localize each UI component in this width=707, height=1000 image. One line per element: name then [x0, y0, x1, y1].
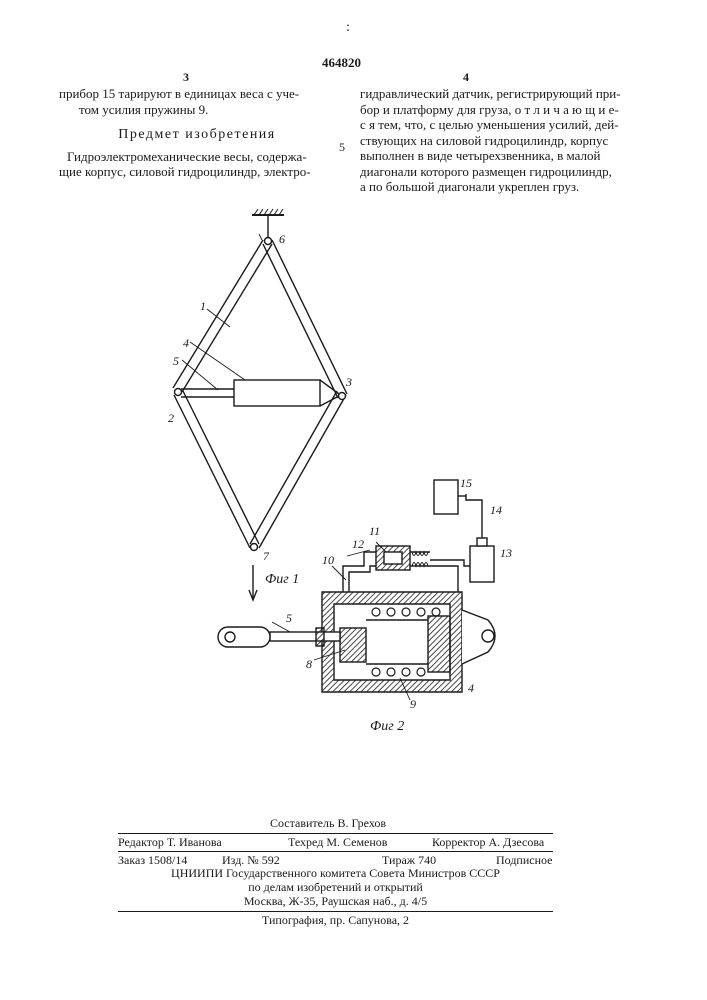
label-5-fig2: 5	[286, 611, 292, 625]
piston-8	[340, 628, 366, 662]
fig1-caption: Фиг 1	[265, 572, 299, 587]
rod-5-fig2	[270, 632, 340, 641]
org-line-1: ЦНИИПИ Государственного комитета Совета …	[118, 866, 553, 881]
link-lower-left	[174, 391, 259, 548]
link-upper-left	[173, 240, 272, 392]
label-1: 1	[200, 299, 206, 313]
label-10: 10	[322, 553, 334, 567]
label-15: 15	[460, 476, 472, 490]
editor: Редактор Т. Иванова	[118, 835, 222, 850]
seal	[316, 628, 324, 646]
label-2: 2	[168, 411, 174, 425]
label-13: 13	[500, 546, 512, 560]
corrector: Корректор А. Дзесова	[432, 835, 544, 850]
label-11: 11	[369, 524, 380, 538]
org-line-3: Москва, Ж-35, Раушская наб., д. 4/5	[118, 894, 553, 909]
figure-1	[173, 209, 347, 600]
label-7: 7	[263, 549, 270, 563]
typography: Типография, пр. Сапунова, 2	[118, 913, 553, 928]
pivot-7	[251, 544, 258, 551]
converter-13	[470, 546, 494, 582]
pivot-6	[265, 238, 272, 245]
fig2-caption: Фиг 2	[370, 719, 404, 734]
label-8: 8	[306, 657, 312, 671]
wire-14	[466, 494, 482, 538]
spring-plate	[428, 616, 450, 672]
compiler: Составитель В. Грехов	[270, 816, 386, 831]
label-6: 6	[279, 232, 285, 246]
techred: Техред М. Семенов	[288, 835, 387, 850]
rule-bottom	[118, 911, 553, 912]
recorder-15	[434, 480, 458, 514]
pivot-3	[339, 393, 346, 400]
label-4: 4	[183, 336, 189, 350]
link-lower-right	[250, 391, 346, 548]
pivot-2	[175, 389, 182, 396]
figure-2	[218, 480, 495, 700]
label-12: 12	[352, 537, 364, 551]
label-4-fig2: 4	[468, 681, 474, 695]
org-line-2: по делам изобретений и открытий	[118, 880, 553, 895]
cylinder-4	[234, 380, 320, 406]
rule-mid	[118, 851, 553, 852]
label-3: 3	[345, 375, 352, 389]
rule-top	[118, 833, 553, 834]
label-5: 5	[173, 354, 179, 368]
link-upper-right	[263, 240, 347, 398]
label-14: 14	[490, 503, 502, 517]
label-9: 9	[410, 697, 416, 711]
